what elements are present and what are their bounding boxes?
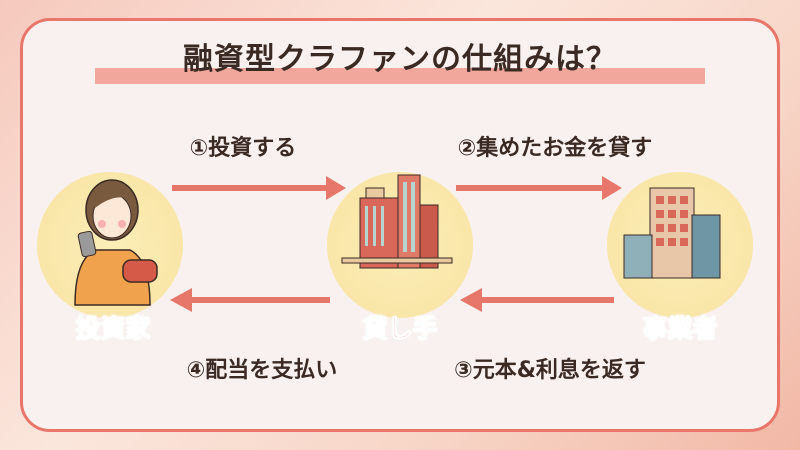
title-highlight: [95, 68, 705, 84]
lender-label: 貸し手: [362, 314, 438, 344]
investor-label: 投資家: [75, 314, 151, 344]
step-lend-label: ②集めたお金を貸す: [457, 136, 653, 161]
step-invest-label: ①投資する: [189, 136, 297, 161]
bank-building-icon: [341, 174, 453, 269]
page-title: 融資型クラファンの仕組みは？: [183, 42, 617, 77]
step-repay-label: ③元本&利息を返す: [454, 358, 646, 383]
investor-icon: [74, 179, 158, 306]
step-dividend-label: ④配当を支払い: [186, 358, 338, 383]
office-building-icon: [623, 187, 721, 279]
business-label: 事業者: [642, 314, 718, 344]
